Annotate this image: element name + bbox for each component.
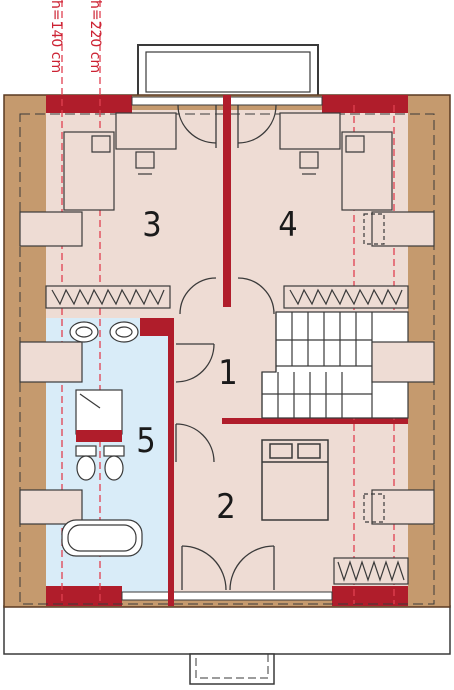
room-label-4: 4	[278, 205, 297, 245]
room-label-2: 2	[216, 487, 235, 527]
window-projections	[19, 211, 435, 525]
room-4-furniture	[279, 112, 393, 211]
height-label-220: h=220 cm	[87, 0, 103, 73]
top-balcony	[137, 44, 319, 98]
room-label-3: 3	[142, 205, 161, 245]
stairs	[261, 311, 409, 419]
bathroom-fixtures	[61, 321, 143, 557]
room-labels: 3 4 1 5 2	[136, 205, 297, 527]
height-label-140: h=140 cm	[48, 0, 64, 73]
doors	[175, 104, 277, 591]
room-3-furniture	[63, 112, 177, 211]
height-labels: h=220 cm h=140 cm	[48, 0, 103, 73]
bottom-balcony	[3, 605, 451, 685]
wall-caps	[46, 95, 408, 606]
partitions	[140, 95, 408, 606]
room-2-bed	[261, 439, 329, 521]
room-label-5: 5	[136, 421, 155, 461]
wardrobes	[45, 285, 409, 585]
room-label-1: 1	[218, 353, 237, 393]
